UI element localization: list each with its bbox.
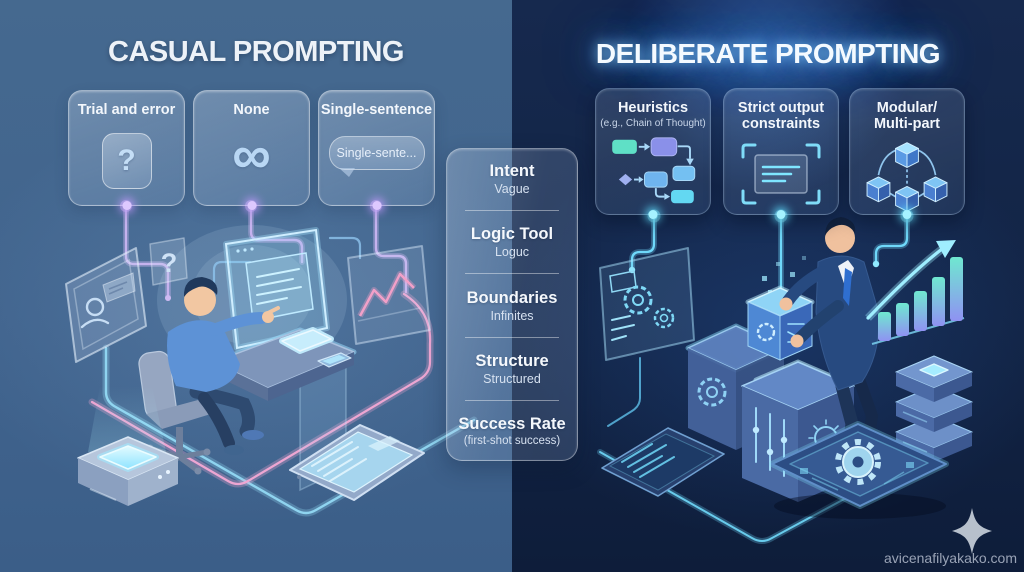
deliberate-tablet: [601, 427, 725, 497]
panel-row-success-rate: Success Rate (first-shot success): [455, 415, 569, 447]
card-label: Modular/ Multi-part: [873, 100, 941, 133]
card-label: None: [233, 102, 270, 118]
panel-row-value: Loguc: [494, 245, 530, 260]
card-trial-and-error: Trial and error ?: [68, 90, 185, 210]
panel-row-label: Intent: [489, 162, 535, 180]
connector-dot: [902, 210, 912, 219]
chat-tablet: [65, 247, 147, 363]
card-label: Strict output constraints: [737, 100, 825, 133]
panel-row-value: Vague: [494, 182, 530, 196]
card-label: Heuristics: [617, 100, 689, 116]
panel-row-value: Infinites: [490, 308, 534, 323]
panel-divider: [465, 399, 559, 401]
panel-divider: [465, 336, 559, 338]
connector-dot: [122, 201, 131, 210]
panel-row-structure: Structure Structured: [455, 352, 569, 386]
speech-bubble-icon: Single-sente...: [328, 136, 425, 178]
panel-row-boundaries: Boundaries Infinites: [455, 289, 569, 323]
panel-row-logic-tool: Logic Tool Loguc: [455, 225, 569, 259]
hub-device: [77, 386, 179, 506]
panel-row-intent: Intent Vague: [455, 162, 569, 196]
watermark: avicenafilyakako.com: [883, 550, 1017, 566]
panel-row-value: Structured: [483, 371, 541, 386]
flowchart-icon: [596, 134, 710, 208]
connector-dot: [247, 201, 256, 210]
casual-scene: ?: [65, 200, 478, 517]
card-modular-multi-part: Modular/ Multi-part: [849, 88, 965, 219]
panel-divider: [465, 210, 559, 212]
card-strict-output-constraints: Strict output constraints: [723, 88, 839, 219]
growth-chart: [865, 240, 965, 345]
deliberate-scene: [597, 209, 992, 554]
question-icon: ?: [161, 248, 178, 278]
card-single-sentence: Single-sentence Single-sente...: [318, 90, 435, 210]
connector-dot: [372, 201, 381, 210]
infinity-icon: ∞: [232, 125, 271, 186]
cube-network-icon: [850, 137, 964, 215]
card-heuristics: Heuristics (e.g., Chain of Thought): [595, 88, 711, 219]
line-chart-panel: [347, 245, 431, 345]
panel-row-label: Boundaries: [466, 288, 558, 307]
content-tablet: [289, 424, 425, 501]
card-label: Single-sentence: [320, 102, 433, 118]
card-sublabel: (e.g., Chain of Thought): [600, 118, 706, 130]
panel-divider: [465, 273, 559, 275]
panel-row-label: Structure: [475, 351, 549, 370]
connector-dot: [776, 210, 786, 219]
server-stack: [895, 355, 973, 462]
comparison-panel: Intent Vague Logic Tool Loguc Boundaries…: [446, 148, 578, 461]
circuit-board: [769, 421, 949, 519]
card-label: Trial and error: [77, 102, 176, 118]
panel-row-label: Success Rate: [458, 415, 566, 433]
gear-screen: [599, 247, 695, 361]
panel-row-label: Logic Tool: [470, 225, 554, 244]
question-mark-icon: ?: [101, 133, 152, 190]
casual-title: CASUAL PROMPTING: [108, 36, 404, 68]
deliberate-title: DELIBERATE PROMPTING: [595, 38, 941, 69]
framed-output-icon: [724, 141, 838, 207]
connector-dot: [648, 210, 658, 219]
panel-row-value: (first-shot success): [463, 435, 561, 447]
floating-question-chip: ?: [149, 237, 188, 286]
desk-devices: [279, 327, 352, 368]
sparkle-icon: [952, 508, 992, 554]
card-none: None ∞: [193, 90, 310, 210]
